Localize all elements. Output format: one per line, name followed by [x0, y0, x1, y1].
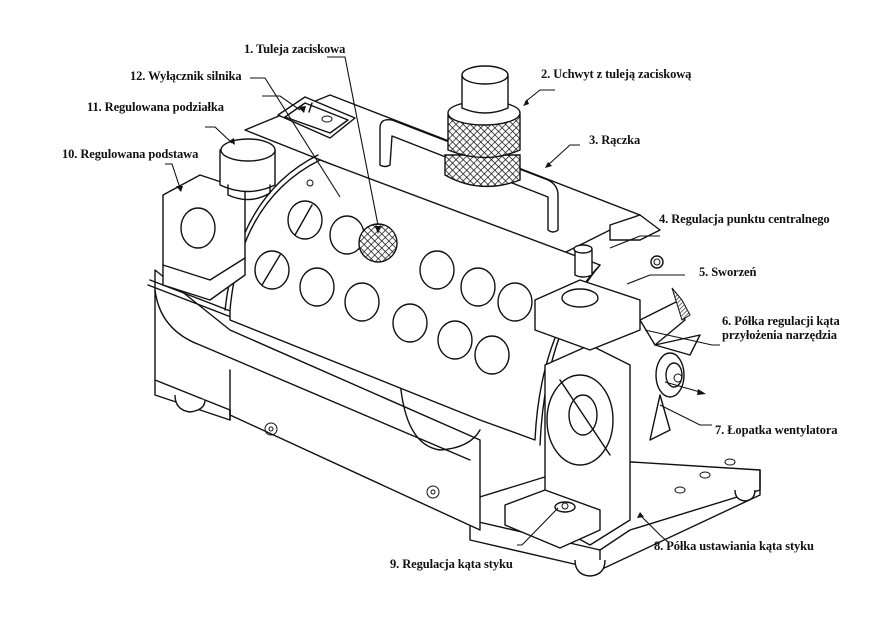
label-5-pin: 5. Sworzeń	[699, 265, 757, 279]
chuck-holder	[444, 65, 521, 188]
label-2-chuck-holder: 2. Uchwyt z tuleją zaciskową	[541, 67, 692, 81]
fan	[609, 214, 701, 441]
label-4-center-point-adjust: 4. Regulacja punktu centralnego	[659, 212, 830, 226]
handle	[379, 118, 559, 233]
leader-lines	[165, 56, 720, 546]
motor-switch	[277, 96, 356, 139]
label-6-tool-angle-shelf: 6. Półka regulacji kąta przyłożenia narz…	[722, 314, 840, 342]
label-6-line-1: 6. Półka regulacji kąta	[722, 314, 840, 328]
label-6-line-2: przyłożenia narzędzia	[722, 328, 837, 342]
lower-body	[147, 269, 481, 531]
label-10-adjustable-base: 10. Regulowana podstawa	[62, 147, 199, 161]
label-11-adjustable-scale: 11. Regulowana podziałka	[87, 100, 224, 114]
right-assembly	[504, 244, 641, 549]
label-12-motor-switch: 12. Wyłącznik silnika	[130, 69, 242, 83]
label-7-fan-blade: 7. Łopatka wentylatora	[715, 423, 838, 437]
label-1-collet: 1. Tuleja zaciskowa	[244, 42, 346, 56]
label-3-handle: 3. Rączka	[589, 133, 641, 147]
label-9-contact-angle-adjust: 9. Regulacja kąta styku	[390, 557, 513, 571]
label-8-contact-angle-shelf: 8. Półka ustawiania kąta styku	[654, 539, 814, 553]
